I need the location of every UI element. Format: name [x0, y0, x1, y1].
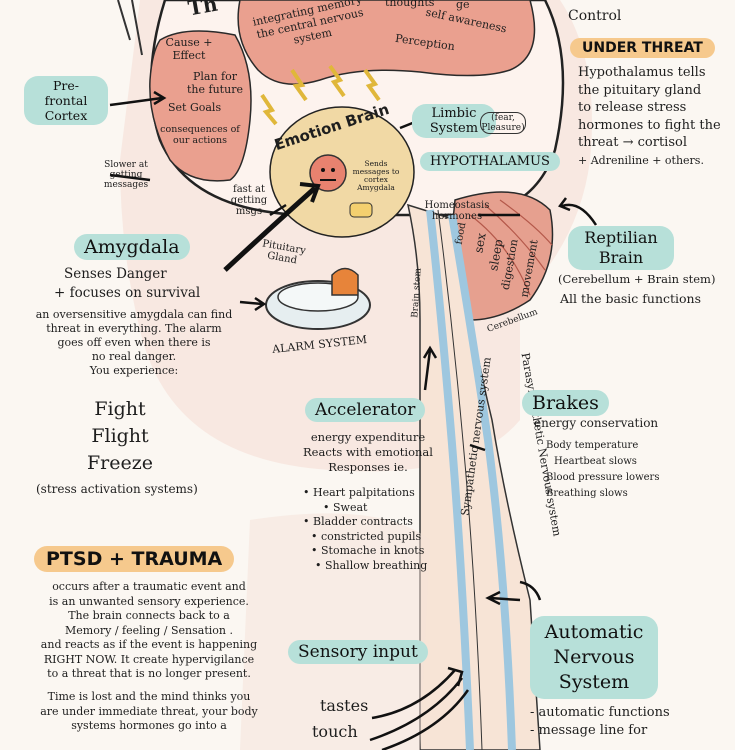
control-label: Control [568, 8, 622, 24]
accelerator-item: Bladder contracts [303, 515, 427, 530]
accelerator-item: Stomache in knots [303, 544, 427, 559]
sends-messages-note: Sends messages to cortex Amygdala [352, 159, 400, 192]
autonomic-list: - automatic functions - message line for [530, 704, 670, 740]
language-label: ge [456, 0, 470, 11]
amygdala-line-2: + focuses on survival [54, 285, 201, 301]
ptsd-text: occurs after a traumatic event and is an… [18, 580, 280, 682]
ptsd-line: systems hormones go into a [71, 719, 227, 732]
brakes-line-1: energy conservation [534, 416, 659, 430]
slower-note: Slower at getting messages [103, 160, 149, 190]
amygdala-para-2: threat in everything. The alarm [46, 322, 222, 335]
sensory-input-title: Sensory input [288, 640, 428, 664]
sensory-item-touch: touch [312, 722, 358, 741]
ptsd-line: is an unwanted sensory experience. [49, 594, 249, 608]
ptsd-line: occurs after a traumatic event and [52, 580, 246, 593]
response-freeze: Freeze [86, 452, 153, 474]
amygdala-para-3: goes off even when there is [57, 336, 211, 349]
limbic-system-label: Limbic System [412, 104, 496, 138]
brakes-item: Blood pressure lowers [546, 472, 660, 483]
under-threat-line-5: threat → cortisol [578, 135, 687, 150]
ptsd-line: are under immediate threat, your body [40, 704, 258, 718]
accelerator-item: constricted pupils [303, 530, 427, 545]
response-fight: Fight [94, 398, 146, 420]
reptilian-brain-label: Reptilian Brain [568, 226, 674, 270]
amygdala-line-1: Senses Danger [64, 266, 167, 282]
sensory-item-tastes: tastes [320, 696, 369, 715]
accelerator-item: Heart palpitations [303, 486, 427, 501]
accelerator-line-1: energy expenditure [310, 430, 426, 444]
reptilian-desc: All the basic functions [560, 291, 702, 306]
ptsd-title: PTSD + TRAUMA [34, 546, 235, 572]
response-flight: Flight [91, 425, 149, 447]
accelerator-item: Shallow breathing [303, 559, 427, 574]
prefrontal-cortex-label: Pre-frontal Cortex [24, 76, 108, 125]
thoughts-label: thoughts [385, 0, 435, 9]
amygdala-para-1: an oversensitive amygdala can find [35, 308, 233, 321]
prefrontal-item-cause: Cause + Effect [165, 36, 213, 62]
homeostasis-label: Homeostasis hormones [424, 200, 490, 222]
ptsd-line: and reacts as if the event is happening [40, 638, 258, 651]
ptsd-text-2: Time is lost and the mind thinks you are… [18, 690, 280, 734]
autonomic-item: - automatic functions [530, 705, 670, 720]
accelerator-text: energy expenditure Reacts with emotional… [298, 430, 438, 475]
brakes-item: Heartbeat slows [554, 456, 637, 467]
prefrontal-item-goals: Set Goals [168, 101, 222, 114]
accelerator-line-3: Responses ie. [328, 460, 408, 474]
autonomic-item: - message line for [530, 723, 648, 738]
under-threat-line-1: Hypothalamus tells [578, 65, 706, 80]
autonomic-title-line-2: Nervous [553, 646, 635, 668]
ptsd-line: to a threat that is no longer present. [47, 667, 251, 680]
fast-note: fast at getting msgs [230, 184, 268, 217]
under-threat-line-3: to release stress [578, 100, 687, 115]
under-threat-line-4: hormones to fight the [578, 117, 721, 133]
brakes-title: Brakes [522, 390, 609, 416]
autonomic-title-line-1: Automatic [544, 621, 644, 643]
reptilian-sub: (Cerebellum + Brain stem) [558, 272, 716, 286]
under-threat-title: UNDER THREAT [570, 38, 715, 58]
ptsd-line: Time is lost and the mind thinks you [47, 690, 251, 703]
accelerator-item: Sweat [303, 501, 427, 516]
hypothalamus-label: HYPOTHALAMUS [420, 152, 560, 171]
brakes-item: Breathing slows [546, 488, 628, 499]
accelerator-title: Accelerator [305, 398, 426, 422]
ptsd-line: RIGHT NOW. It create hypervigilance [43, 652, 255, 666]
autonomic-title: Automatic Nervous System [530, 616, 658, 699]
brakes-list: Body temperature Heartbeat slows Blood p… [546, 438, 659, 502]
fight-flight-freeze: Fight Flight Freeze [60, 396, 180, 477]
amygdala-paragraph: an oversensitive amygdala can find threa… [14, 308, 254, 378]
ptsd-line: Memory / feeling / Sensation . [65, 623, 233, 637]
limbic-note: (fear, Pleasure) [480, 112, 526, 134]
stress-activation-note: (stress activation systems) [36, 482, 198, 496]
prefrontal-item-consequences: consequences of our actions [160, 124, 240, 146]
autonomic-title-line-3: System [558, 671, 630, 693]
accelerator-line-2: Reacts with emotional [303, 445, 433, 459]
under-threat-text: Hypothalamus tells the pituitary gland t… [578, 64, 721, 169]
under-threat-line-2: the pituitary gland [578, 82, 702, 98]
prefrontal-item-plan: Plan for the future [187, 70, 243, 96]
amygdala-title: Amygdala [74, 234, 190, 260]
brakes-item: Body temperature [546, 440, 639, 451]
amygdala-para-4: no real danger. [91, 350, 177, 363]
accelerator-list: Heart palpitations Sweat Bladder contrac… [303, 486, 427, 573]
under-threat-line-6: + Adreniline + others. [578, 153, 704, 167]
amygdala-experience: You experience: [89, 364, 179, 377]
ptsd-line: The brain connects back to a [68, 609, 230, 622]
